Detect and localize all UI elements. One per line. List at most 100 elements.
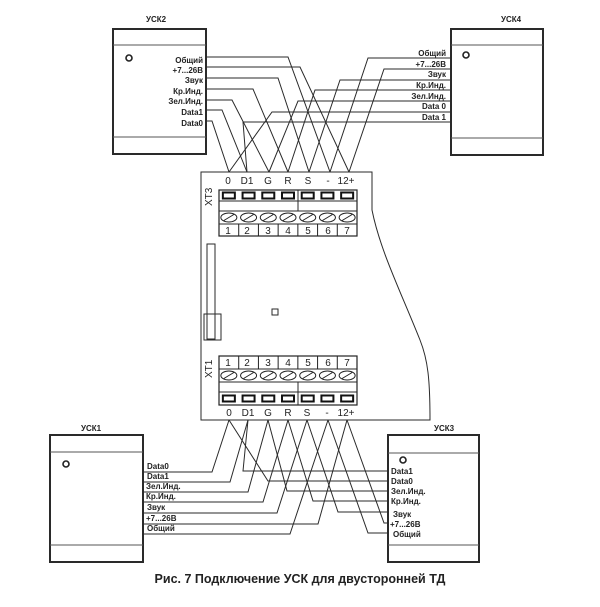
- wire-usk2-power: [206, 66, 350, 173]
- usk1-body: [49, 434, 144, 563]
- usk3-title: УСК3: [434, 424, 455, 433]
- wire-usk4-sound: [308, 79, 451, 173]
- usk1-terminal: Звук: [147, 503, 166, 512]
- wire-usk4-red: [287, 89, 451, 173]
- figure-caption: Рис. 7 Подключение УСК для двусторонней …: [155, 572, 446, 586]
- wire-usk2-red: [206, 88, 289, 173]
- wire-usk4-power: [348, 68, 451, 173]
- usk3-terminal: Общий: [393, 530, 421, 539]
- wire-usk2-common: [206, 56, 331, 173]
- xt1-cells: [238, 356, 338, 369]
- bottom-wires: [143, 419, 387, 535]
- xt3-screw-slot: [223, 214, 235, 221]
- usk3-led-icon: [399, 456, 407, 464]
- xt3-pin-label: R: [284, 176, 291, 187]
- wire-usk1-sound: [143, 419, 308, 514]
- usk2-title: УСК2: [146, 15, 167, 24]
- usk1-led-icon: [62, 460, 70, 468]
- xt3-pin-number: 6: [325, 226, 331, 237]
- usk4-terminal: Общий: [418, 49, 446, 58]
- xt1-wire-slot: [281, 394, 295, 403]
- wire-usk4-green: [268, 100, 451, 173]
- xt1-wire-slot: [300, 394, 315, 403]
- xt3-wire-slot: [261, 191, 276, 200]
- usk1-terminal: Data0: [147, 462, 169, 471]
- xt3-screw-slot: [322, 214, 333, 221]
- xt1-pin-number: 1: [225, 358, 231, 369]
- wire-usk2-data0: [206, 120, 230, 173]
- wire-usk4-data1: [242, 121, 451, 173]
- wire-usk3-data0: [228, 419, 387, 482]
- xt1-connector: XT1 1 2 3 4 5 6 7 0 D1 G R S - 12+: [204, 355, 358, 419]
- xt3-pin-number: 3: [265, 226, 271, 237]
- usk3-body: [387, 434, 480, 563]
- xt1-pin-number: 6: [325, 358, 331, 369]
- wire-usk2-sound: [206, 77, 310, 173]
- usk4-terminal: Звук: [428, 70, 447, 79]
- controller-board: 0 D1 G R S - 12+ XT3 1 2 3 4 5 6 7: [200, 171, 431, 421]
- wire-usk1-red: [143, 419, 289, 503]
- xt1-pin-label: -: [325, 408, 328, 419]
- usk2-terminal: Общий: [175, 56, 203, 65]
- xt3-pin-number: 2: [244, 226, 250, 237]
- wire-usk4-data0: [228, 111, 451, 173]
- usk2-terminal: Кр.Инд.: [173, 87, 203, 96]
- usk2-terminal: Data1: [181, 108, 203, 117]
- xt1-pin-number: 5: [305, 358, 311, 369]
- wire-usk2-green: [206, 99, 270, 173]
- usk2-led-icon: [125, 54, 133, 62]
- xt1-wire-slot: [221, 394, 236, 403]
- wire-usk3-green: [267, 419, 387, 492]
- wire-usk1-common: [143, 419, 329, 535]
- xt1-screw-slot: [341, 372, 353, 379]
- xt3-pin-number: 1: [225, 226, 231, 237]
- xt1-label: XT1: [204, 359, 215, 378]
- usk3-terminal: Зел.Инд.: [391, 487, 426, 496]
- device-usk2: УСК2 Общий +7...26В Звук Кр.Инд. Зел.Инд…: [112, 15, 207, 155]
- usk2-terminal: Звук: [185, 76, 204, 85]
- xt3-cells: [238, 224, 338, 236]
- usk4-terminal: +7...26В: [416, 60, 447, 69]
- board-slot: [206, 243, 216, 340]
- xt3-connector: 0 D1 G R S - 12+ XT3 1 2 3 4 5 6 7: [204, 176, 358, 237]
- usk4-led-icon: [462, 51, 470, 59]
- xt1-pin-number: 4: [285, 358, 291, 369]
- wire-usk2-data1: [206, 109, 248, 173]
- usk4-body: [450, 28, 544, 156]
- xt1-screw-slot: [263, 372, 274, 379]
- board-led-icon: [271, 308, 279, 316]
- wire-usk1-green: [143, 419, 269, 493]
- xt1-pin-number: 7: [344, 358, 350, 369]
- xt3-screw-slot: [302, 214, 313, 221]
- usk4-terminal: Кр.Инд.: [416, 81, 446, 90]
- xt1-screw-slot: [243, 372, 254, 379]
- top-wires: [206, 56, 451, 173]
- xt3-slots: [221, 191, 355, 200]
- usk2-terminal: Зел.Инд.: [168, 97, 203, 106]
- wire-usk1-power: [143, 419, 348, 525]
- xt1-pin-label: S: [304, 408, 311, 419]
- xt1-wire-slot: [241, 394, 256, 403]
- wire-usk3-sound: [306, 419, 387, 513]
- xt3-wire-slot: [320, 191, 335, 200]
- xt3-pin-label: D1: [241, 176, 254, 187]
- wire-usk3-common: [327, 419, 387, 534]
- wire-usk3-red: [287, 419, 387, 502]
- usk1-terminal: Зел.Инд.: [146, 482, 181, 491]
- usk4-terminal: Data 1: [422, 113, 447, 122]
- usk4-terminal: Зел.Инд.: [411, 92, 446, 101]
- usk3-terminal: +7...26В: [390, 520, 421, 529]
- xt3-screw-slot: [243, 214, 254, 221]
- xt1-pin-label: D1: [242, 408, 255, 419]
- usk3-terminal: Data0: [391, 477, 413, 486]
- xt3-label: XT3: [204, 187, 215, 206]
- usk2-terminal: Data0: [181, 119, 203, 128]
- xt1-slots: [221, 394, 355, 403]
- board-outline: [200, 171, 431, 421]
- xt1-screw-slot: [322, 372, 333, 379]
- xt1-screw-slot: [223, 372, 235, 379]
- xt3-pin-number: 4: [285, 226, 291, 237]
- usk1-terminal: Общий: [147, 524, 175, 533]
- xt3-pin-number: 5: [305, 226, 311, 237]
